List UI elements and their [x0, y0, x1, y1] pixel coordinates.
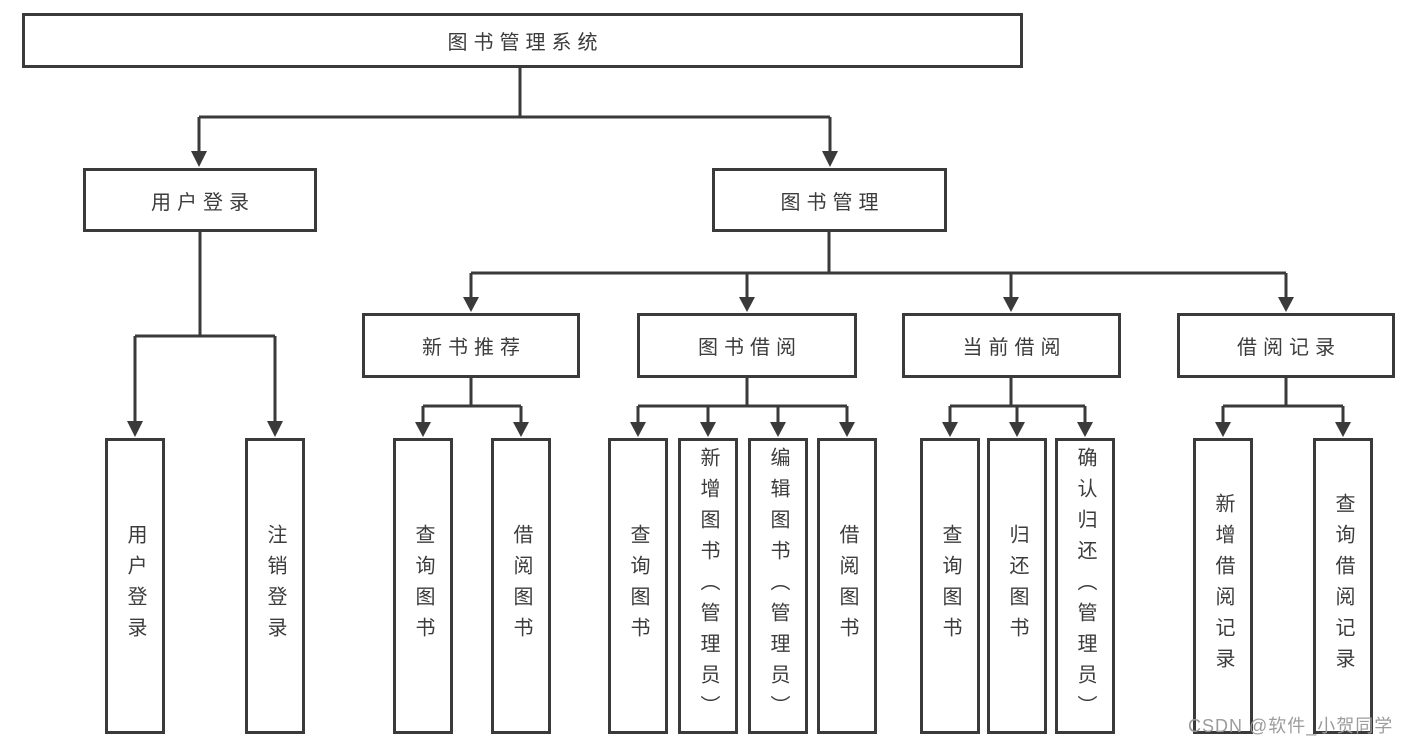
arrowhead-icon — [739, 297, 755, 312]
arrowhead-icon — [700, 422, 716, 437]
connector-book-borrow-children — [630, 378, 855, 437]
connector-new-book-children — [415, 378, 529, 437]
leaf-node-confirm-return-admin: 确认归还（管理员） — [1055, 438, 1115, 734]
arrowhead-icon — [1009, 422, 1025, 437]
leaf-node-query-books-1: 查询图书 — [393, 438, 453, 734]
connector-root-to-level2 — [191, 68, 838, 167]
connector-user-login-children — [127, 232, 283, 437]
leaf-node-logout: 注销登录 — [245, 438, 305, 734]
leaf-node-edit-books-admin: 编辑图书（管理员） — [748, 438, 808, 734]
leaf-node-borrow-books-2: 借阅图书 — [817, 438, 877, 734]
leaf-node-query-books-2: 查询图书 — [608, 438, 668, 734]
arrowhead-icon — [191, 151, 207, 167]
arrowhead-icon — [513, 422, 529, 437]
node-user-login: 用户登录 — [83, 168, 317, 232]
arrowhead-icon — [942, 422, 958, 437]
arrowhead-icon — [839, 422, 855, 437]
arrowhead-icon — [630, 422, 646, 437]
leaf-node-return-books: 归还图书 — [987, 438, 1047, 734]
node-new-book-recommend: 新书推荐 — [362, 313, 580, 378]
arrowhead-icon — [415, 422, 431, 437]
node-current-borrowing: 当前借阅 — [902, 313, 1121, 378]
arrowhead-icon — [822, 151, 838, 167]
connector-borrow-records-children — [1215, 378, 1351, 437]
arrowhead-icon — [770, 422, 786, 437]
leaf-node-query-books-3: 查询图书 — [920, 438, 980, 734]
arrowhead-icon — [127, 421, 143, 437]
arrowhead-icon — [1077, 422, 1093, 437]
arrowhead-icon — [267, 421, 283, 437]
leaf-node-add-borrow-record: 新增借阅记录 — [1193, 438, 1253, 734]
leaf-node-query-borrow-record: 查询借阅记录 — [1313, 438, 1373, 734]
arrowhead-icon — [463, 297, 479, 312]
node-borrowing-records: 借阅记录 — [1177, 313, 1395, 378]
csdn-watermark: CSDN @软件_小贺同学 — [1188, 716, 1394, 736]
node-root: 图书管理系统 — [22, 13, 1023, 68]
connector-book-management-children — [463, 232, 1294, 312]
leaf-node-add-books-admin: 新增图书（管理员） — [678, 438, 738, 734]
node-book-management: 图书管理 — [712, 168, 947, 232]
leaf-node-borrow-books-1: 借阅图书 — [491, 438, 551, 734]
leaf-node-user-login: 用户登录 — [105, 438, 165, 734]
arrowhead-icon — [1335, 422, 1351, 437]
arrowhead-icon — [1003, 297, 1019, 312]
connector-current-borrow-children — [942, 378, 1093, 437]
arrowhead-icon — [1278, 297, 1294, 312]
node-book-borrowing: 图书借阅 — [637, 313, 857, 378]
arrowhead-icon — [1215, 422, 1231, 437]
